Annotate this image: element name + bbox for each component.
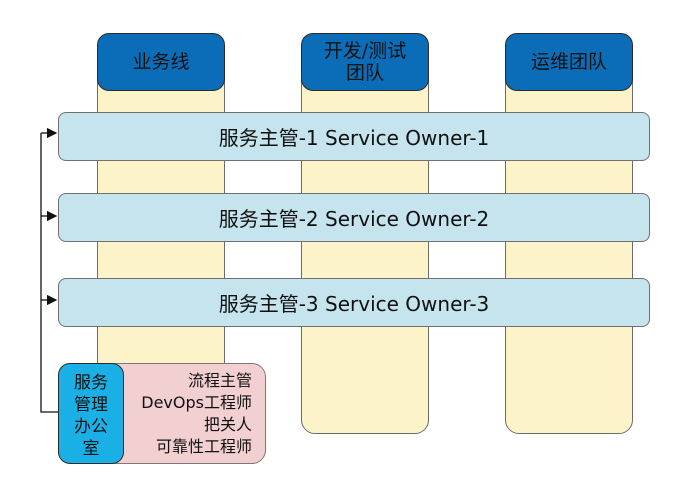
- column-header-label: 运维团队: [530, 51, 607, 73]
- service-owner-2-bar: 服务主管-2 Service Owner-2: [58, 193, 650, 242]
- column-header-business-line: 业务线: [97, 33, 225, 91]
- service-owner-1-label: 服务主管-1 Service Owner-1: [218, 126, 490, 150]
- service-management-office-box: 服务 管理 办公 室: [58, 363, 124, 464]
- service-owner-3-bar: 服务主管-3 Service Owner-3: [58, 278, 650, 327]
- role-devops-engineer: DevOps工程师: [141, 393, 252, 412]
- office-label-line-3: 办公: [74, 417, 108, 437]
- column-header-label: 业务线: [132, 51, 190, 73]
- role-gatekeeper: 把关人: [203, 415, 252, 434]
- column-header-label-line-2: 团队: [345, 62, 384, 84]
- service-owner-1-bar: 服务主管-1 Service Owner-1: [58, 112, 650, 161]
- role-reliability-engineer: 可靠性工程师: [155, 437, 252, 456]
- office-label-line-2: 管理: [74, 395, 108, 415]
- column-header-dev-test-team: 开发/测试 团队: [301, 33, 429, 91]
- service-owner-3-label: 服务主管-3 Service Owner-3: [218, 292, 490, 316]
- column-header-label-line-1: 开发/测试: [323, 40, 407, 62]
- column-header-ops-team: 运维团队: [505, 33, 633, 91]
- service-owner-2-label: 服务主管-2 Service Owner-2: [218, 207, 490, 231]
- office-label-line-1: 服务: [74, 373, 108, 393]
- roles-list: 流程主管 DevOps工程师 把关人 可靠性工程师: [124, 370, 252, 462]
- role-process-owner: 流程主管: [187, 371, 252, 390]
- office-label-line-4: 室: [82, 439, 100, 459]
